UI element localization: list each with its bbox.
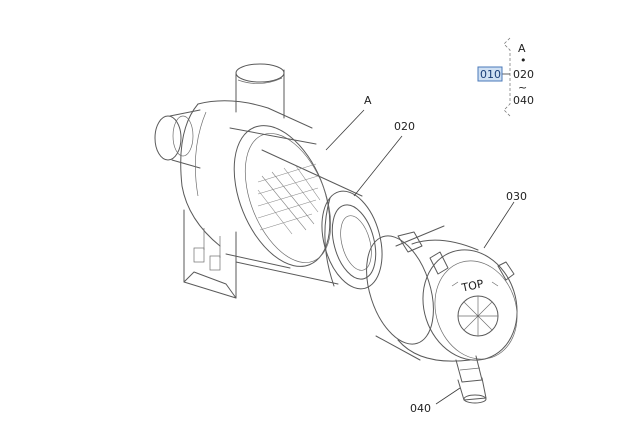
legend-ref-a: A <box>518 42 526 55</box>
reference-legend: A • 020 ~ 040 010 <box>477 37 534 117</box>
filter-pleat-hatching <box>257 163 321 235</box>
top-marking: TOP <box>460 277 486 295</box>
callout-040[interactable]: 040 <box>410 402 431 415</box>
selected-part-highlight[interactable] <box>477 66 503 82</box>
callout-a: A <box>364 94 372 107</box>
filter-element[interactable] <box>235 149 392 296</box>
leader-lines <box>325 109 515 405</box>
legend-range-start[interactable]: 020 <box>513 68 534 81</box>
cover-vanes <box>457 295 499 337</box>
selected-part-label[interactable]: 010 <box>480 68 501 81</box>
callout-030[interactable]: 030 <box>506 190 527 203</box>
callout-020[interactable]: 020 <box>394 120 415 133</box>
air-cleaner-housing[interactable] <box>154 63 349 299</box>
legend-dot: • <box>520 54 527 67</box>
air-cleaner-cover[interactable]: TOP <box>354 225 531 372</box>
legend-range-end[interactable]: 040 <box>513 94 534 107</box>
evacuator-valve[interactable] <box>455 355 487 404</box>
legend-tilde: ~ <box>518 81 527 94</box>
